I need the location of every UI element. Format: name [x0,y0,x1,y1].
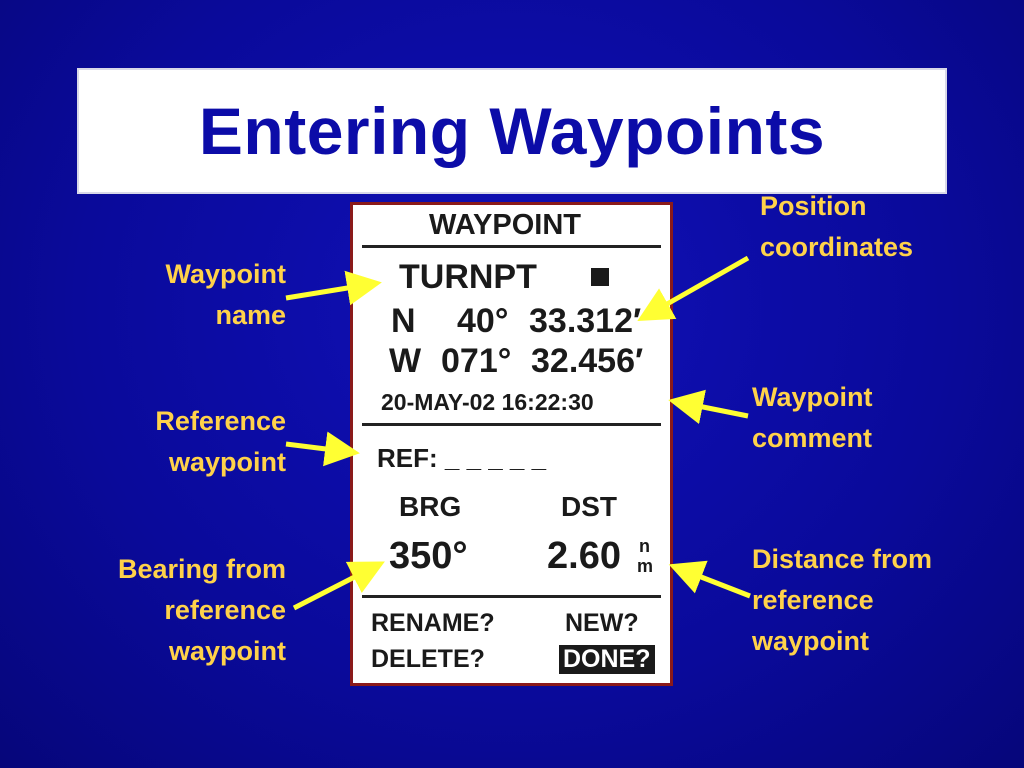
longitude-hemisphere: W [389,342,422,380]
reference-waypoint-field[interactable]: REF: _ _ _ _ _ [377,443,547,473]
distance-unit-top: n [639,536,650,556]
label-comment: Waypoint comment [752,382,873,453]
arrow-position [637,255,750,321]
comment-divider [362,423,661,426]
new-option[interactable]: NEW? [565,609,639,637]
square-icon [591,268,609,286]
waypoint-comment-field[interactable]: 20-MAY-02 16:22:30 [381,389,594,415]
arrow-waypoint-name [285,270,382,306]
arrow-bearing [292,561,385,611]
latitude-minutes[interactable]: 33.312′ [529,302,642,340]
gps-waypoint-screen: WAYPOINT TURNPT N 40° 33.312′ W 071° 32.… [350,202,673,686]
label-waypoint-name: Waypoint name [165,259,287,330]
delete-option[interactable]: DELETE? [371,645,485,673]
done-option[interactable]: DONE? [559,645,655,674]
arrow-reference-waypoint [285,431,360,467]
bearing-label: BRG [399,491,462,522]
slide-title: Entering Waypoints [198,94,826,168]
latitude-degrees[interactable]: 40° [457,302,509,340]
title-box: Entering Waypoints [77,68,947,194]
label-position: Position coordinates [760,191,914,262]
rename-option[interactable]: RENAME? [371,609,495,637]
distance-unit-bottom: m [637,556,654,576]
arrow-distance [668,560,751,599]
header-divider [362,245,661,248]
longitude-minutes[interactable]: 32.456′ [531,342,644,380]
distance-value: 2.60 [547,535,621,577]
label-reference-waypoint: Reference waypoint [155,406,286,477]
menu-divider [362,595,661,598]
distance-label: DST [561,491,617,522]
arrow-comment [668,389,749,425]
label-bearing: Bearing from reference waypoint [117,554,286,666]
label-distance: Distance from reference waypoint [752,544,933,656]
waypoint-name-field[interactable]: TURNPT [399,258,537,296]
waypoint-header: WAYPOINT [429,209,582,241]
longitude-degrees[interactable]: 071° [441,342,512,380]
latitude-hemisphere: N [391,302,416,340]
bearing-value: 350° [389,535,468,577]
